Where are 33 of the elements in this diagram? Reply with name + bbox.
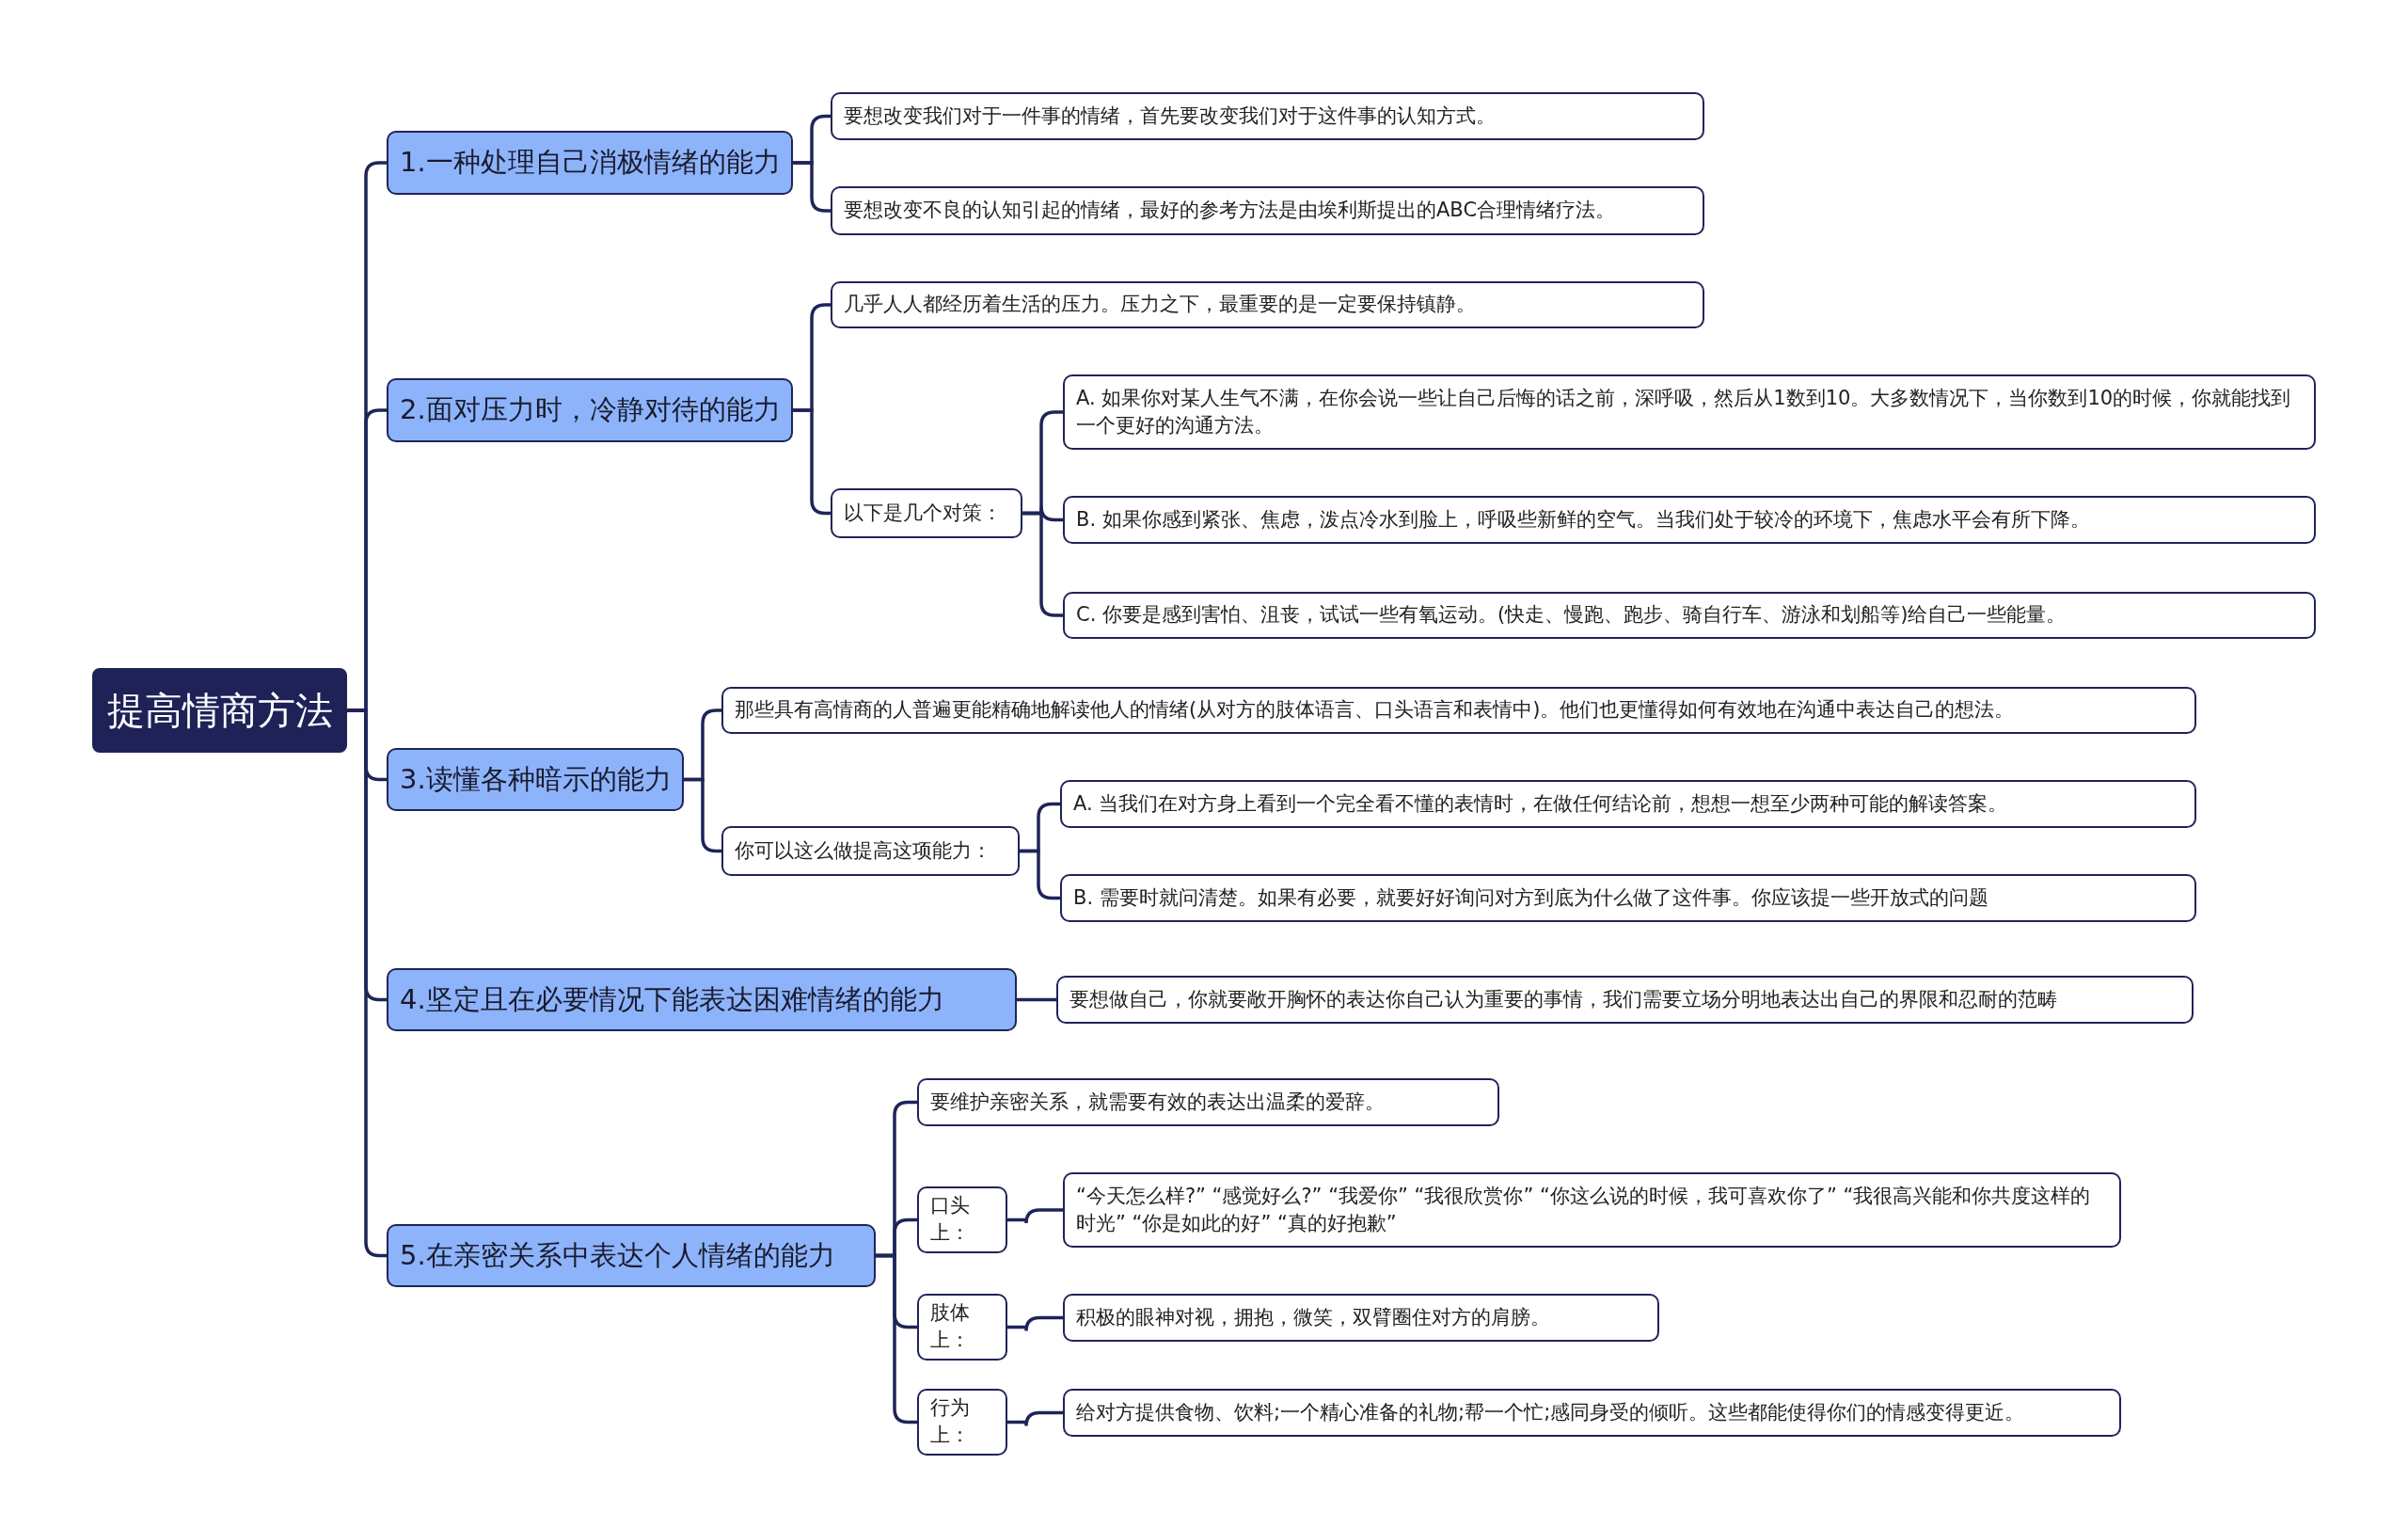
topic-box: 2.面对压力时，冷静对待的能力	[387, 378, 793, 442]
subtopic-box: 要维护亲密关系，就需要有效的表达出温柔的爱辞。	[917, 1078, 1499, 1126]
subtopic-box: A. 如果你对某人生气不满，在你会说一些让自己后悔的话之前，深呼吸，然后从1数到10。大多数情况下，当你数到10的时候，你就能找到一个更好的沟通方法。	[1063, 374, 2316, 450]
subtopic-box: 要想改变不良的认知引起的情绪，最好的参考方法是由埃利斯提出的ABC合理情绪疗法。	[831, 186, 1704, 235]
connector-line	[1022, 511, 1063, 617]
connector-line	[793, 161, 831, 213]
subtopic-box: 以下是几个对策：	[831, 488, 1022, 538]
connector-line	[876, 1253, 917, 1425]
subtopic-box: 积极的眼神对视，拥抱，微笑，双臂圈住对方的肩膀。	[1063, 1294, 1659, 1342]
connector-line	[1017, 997, 1056, 1002]
connector-line	[1007, 1410, 1063, 1428]
subtopic-box: B. 需要时就问清楚。如果有必要，就要好好询问对方到底为什么做了这件事。你应该提一些开放式的问题	[1060, 874, 2196, 922]
connector-line	[1007, 1208, 1063, 1225]
topic-box: 3.读懂各种暗示的能力	[387, 748, 684, 811]
subtopic-box: “今天怎么样?” “感觉好么?” “我爱你” “我很欣赏你” “你这么说的时候，我可喜欢你了” “我很高兴能和你共度这样的时光” “你是如此的好” “真的好抱歉”	[1063, 1172, 2121, 1248]
subtopic-box: 要想改变我们对于一件事的情绪，首先要改变我们对于这件事的认知方式。	[831, 92, 1704, 140]
connector-line	[1007, 1315, 1063, 1333]
subtopic-box: 几乎人人都经历着生活的压力。压力之下，最重要的是一定要保持镇静。	[831, 281, 1704, 328]
subtopic-box: 肢体上：	[917, 1294, 1007, 1361]
subtopic-box: 你可以这么做提高这项能力：	[721, 826, 1020, 876]
subtopic-box: B. 如果你感到紧张、焦虑，泼点冷水到脸上，呼吸些新鲜的空气。当我们处于较冷的环境下，焦虑水平会有所下降。	[1063, 496, 2316, 544]
subtopic-box: A. 当我们在对方身上看到一个完全看不懂的表情时，在做任何结论前，想想一想至少两种可能的解读答案。	[1060, 780, 2196, 828]
topic-box: 4.坚定且在必要情况下能表达困难情绪的能力	[387, 968, 1017, 1031]
subtopic-box: 要想做自己，你就要敞开胸怀的表达你自己认为重要的事情，我们需要立场分明地表达出自己的界限和忍耐的范畴	[1056, 976, 2194, 1024]
subtopic-box: 给对方提供食物、饮料;一个精心准备的礼物;帮一个忙;感同身受的倾听。这些都能使得你们的情感变得更近。	[1063, 1389, 2121, 1437]
subtopic-box: 口头上：	[917, 1186, 1007, 1253]
central-topic-box: 提高情商方法	[92, 668, 347, 753]
topic-box: 1.一种处理自己消极情绪的能力	[387, 131, 793, 195]
subtopic-box: 那些具有高情商的人普遍更能精确地解读他人的情绪(从对方的肢体语言、口头语言和表情中)。他们也更懂得如何有效地在沟通中表达自己的想法。	[721, 687, 2196, 734]
subtopic-box: 行为上：	[917, 1389, 1007, 1456]
topic-box: 5.在亲密关系中表达个人情绪的能力	[387, 1224, 876, 1287]
subtopic-box: C. 你要是感到害怕、沮丧，试试一些有氧运动。(快走、慢跑、跑步、骑自行车、游泳和划船等)给自己一些能量。	[1063, 592, 2316, 639]
connector-line	[1020, 849, 1060, 900]
